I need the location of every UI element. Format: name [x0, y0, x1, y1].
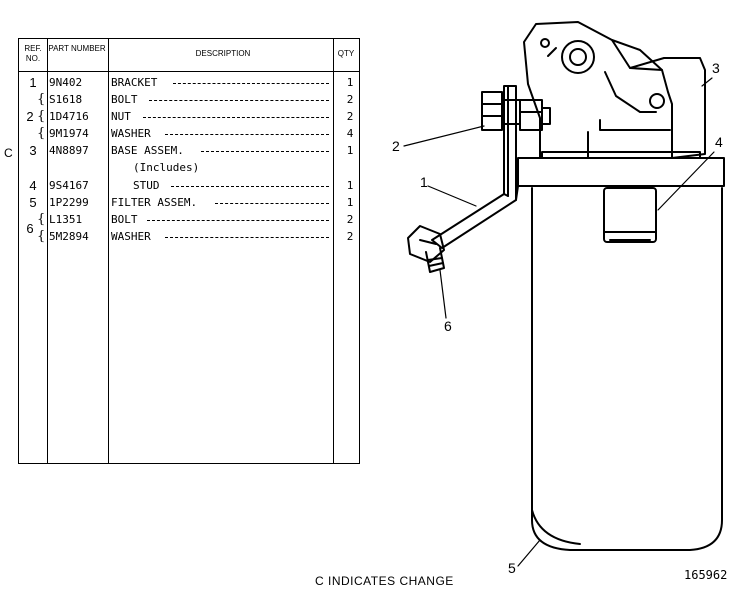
ref-number: 6 [26, 221, 34, 236]
filter-head-plate [517, 157, 725, 187]
table-row: 2 { 1D4716 NUT 2 [19, 109, 359, 125]
leader-line [215, 203, 329, 204]
part-number: S1618 [49, 93, 83, 106]
table-row: 3 4N8897 BASE ASSEM. 1 [19, 143, 359, 159]
leader-line [165, 134, 329, 135]
part-number: 5M2894 [49, 230, 89, 243]
part-number: 9S4167 [49, 179, 89, 192]
group-brace: { [37, 126, 46, 141]
ref-number: 1 [29, 75, 37, 90]
table-row: { 9M1974 WASHER 4 [19, 126, 359, 142]
quantity: 2 [346, 93, 354, 106]
group-brace: { [37, 92, 46, 107]
quantity: 2 [346, 213, 354, 226]
filter-canister [531, 187, 723, 551]
ref-number: 2 [26, 109, 34, 124]
quantity: 4 [346, 127, 354, 140]
quantity: 2 [346, 230, 354, 243]
column-divider [108, 39, 109, 463]
quantity: 1 [346, 76, 354, 89]
stud [603, 187, 657, 243]
bracket [431, 85, 519, 249]
table-row: 5 1P2299 FILTER ASSEM. 1 [19, 195, 359, 211]
bolt-nut-washer [481, 91, 551, 131]
description: WASHER [111, 127, 151, 140]
header-description: DESCRIPTION [195, 49, 251, 58]
quantity: 1 [346, 196, 354, 209]
base-assembly [523, 21, 706, 159]
part-number: 9N402 [49, 76, 83, 89]
table-header: REF. NO. PART NUMBER DESCRIPTION QTY [19, 39, 359, 72]
table-row: (Includes) [19, 160, 359, 176]
description: STUD [133, 179, 160, 192]
leader-line [149, 100, 329, 101]
callout-3: 3 [712, 60, 720, 76]
leader-line [173, 83, 329, 84]
leader-line [143, 117, 329, 118]
leader-line [201, 151, 329, 152]
group-brace: { [37, 109, 46, 124]
callout-5: 5 [508, 560, 516, 576]
table-row: 6 { 5M2894 WASHER 2 [19, 221, 359, 245]
header-ref: REF. NO. [24, 44, 42, 63]
description: BRACKET [111, 76, 158, 89]
quantity: 1 [346, 144, 354, 157]
callout-4: 4 [715, 134, 723, 150]
quantity: 2 [346, 110, 354, 123]
leader-line [165, 237, 329, 238]
header-part-number: PART NUMBER [48, 44, 106, 53]
part-number: 9M1974 [49, 127, 89, 140]
part-number: 1P2299 [49, 196, 89, 209]
leader-line [171, 186, 329, 187]
header-qty: QTY [337, 49, 355, 58]
group-brace: { [37, 212, 46, 227]
column-divider [47, 39, 48, 463]
part-number: L1351 [49, 213, 83, 226]
callout-1: 1 [420, 174, 428, 190]
leader-line [147, 220, 329, 221]
lower-bolt-washer [407, 225, 445, 273]
description: BASE ASSEM. [111, 144, 184, 157]
change-legend: C INDICATES CHANGE [315, 574, 454, 588]
group-brace: { [37, 229, 46, 244]
part-number: 4N8897 [49, 144, 89, 157]
ref-number: 4 [29, 178, 37, 193]
table-row: { L1351 BOLT 2 [19, 212, 359, 228]
table-row: 4 9S4167 STUD 1 [19, 178, 359, 194]
callout-2: 2 [392, 138, 400, 154]
illustration-number: 165962 [684, 568, 728, 582]
description: BOLT [111, 93, 138, 106]
leader-lines [403, 77, 715, 567]
table-row: { S1618 BOLT 2 [19, 92, 359, 108]
quantity: 1 [346, 179, 354, 192]
parts-table: REF. NO. PART NUMBER DESCRIPTION QTY 1 9… [18, 38, 360, 464]
part-number: 1D4716 [49, 110, 89, 123]
description: NUT [111, 110, 131, 123]
callout-6: 6 [444, 318, 452, 334]
description: FILTER ASSEM. [111, 196, 198, 209]
description: WASHER [111, 230, 151, 243]
ref-number: 5 [29, 195, 37, 210]
description: BOLT [111, 213, 138, 226]
column-divider [333, 39, 334, 463]
change-marker: C [4, 146, 13, 160]
table-row: 1 9N402 BRACKET 1 [19, 75, 359, 91]
description: (Includes) [133, 161, 200, 174]
ref-number: 3 [29, 143, 37, 158]
